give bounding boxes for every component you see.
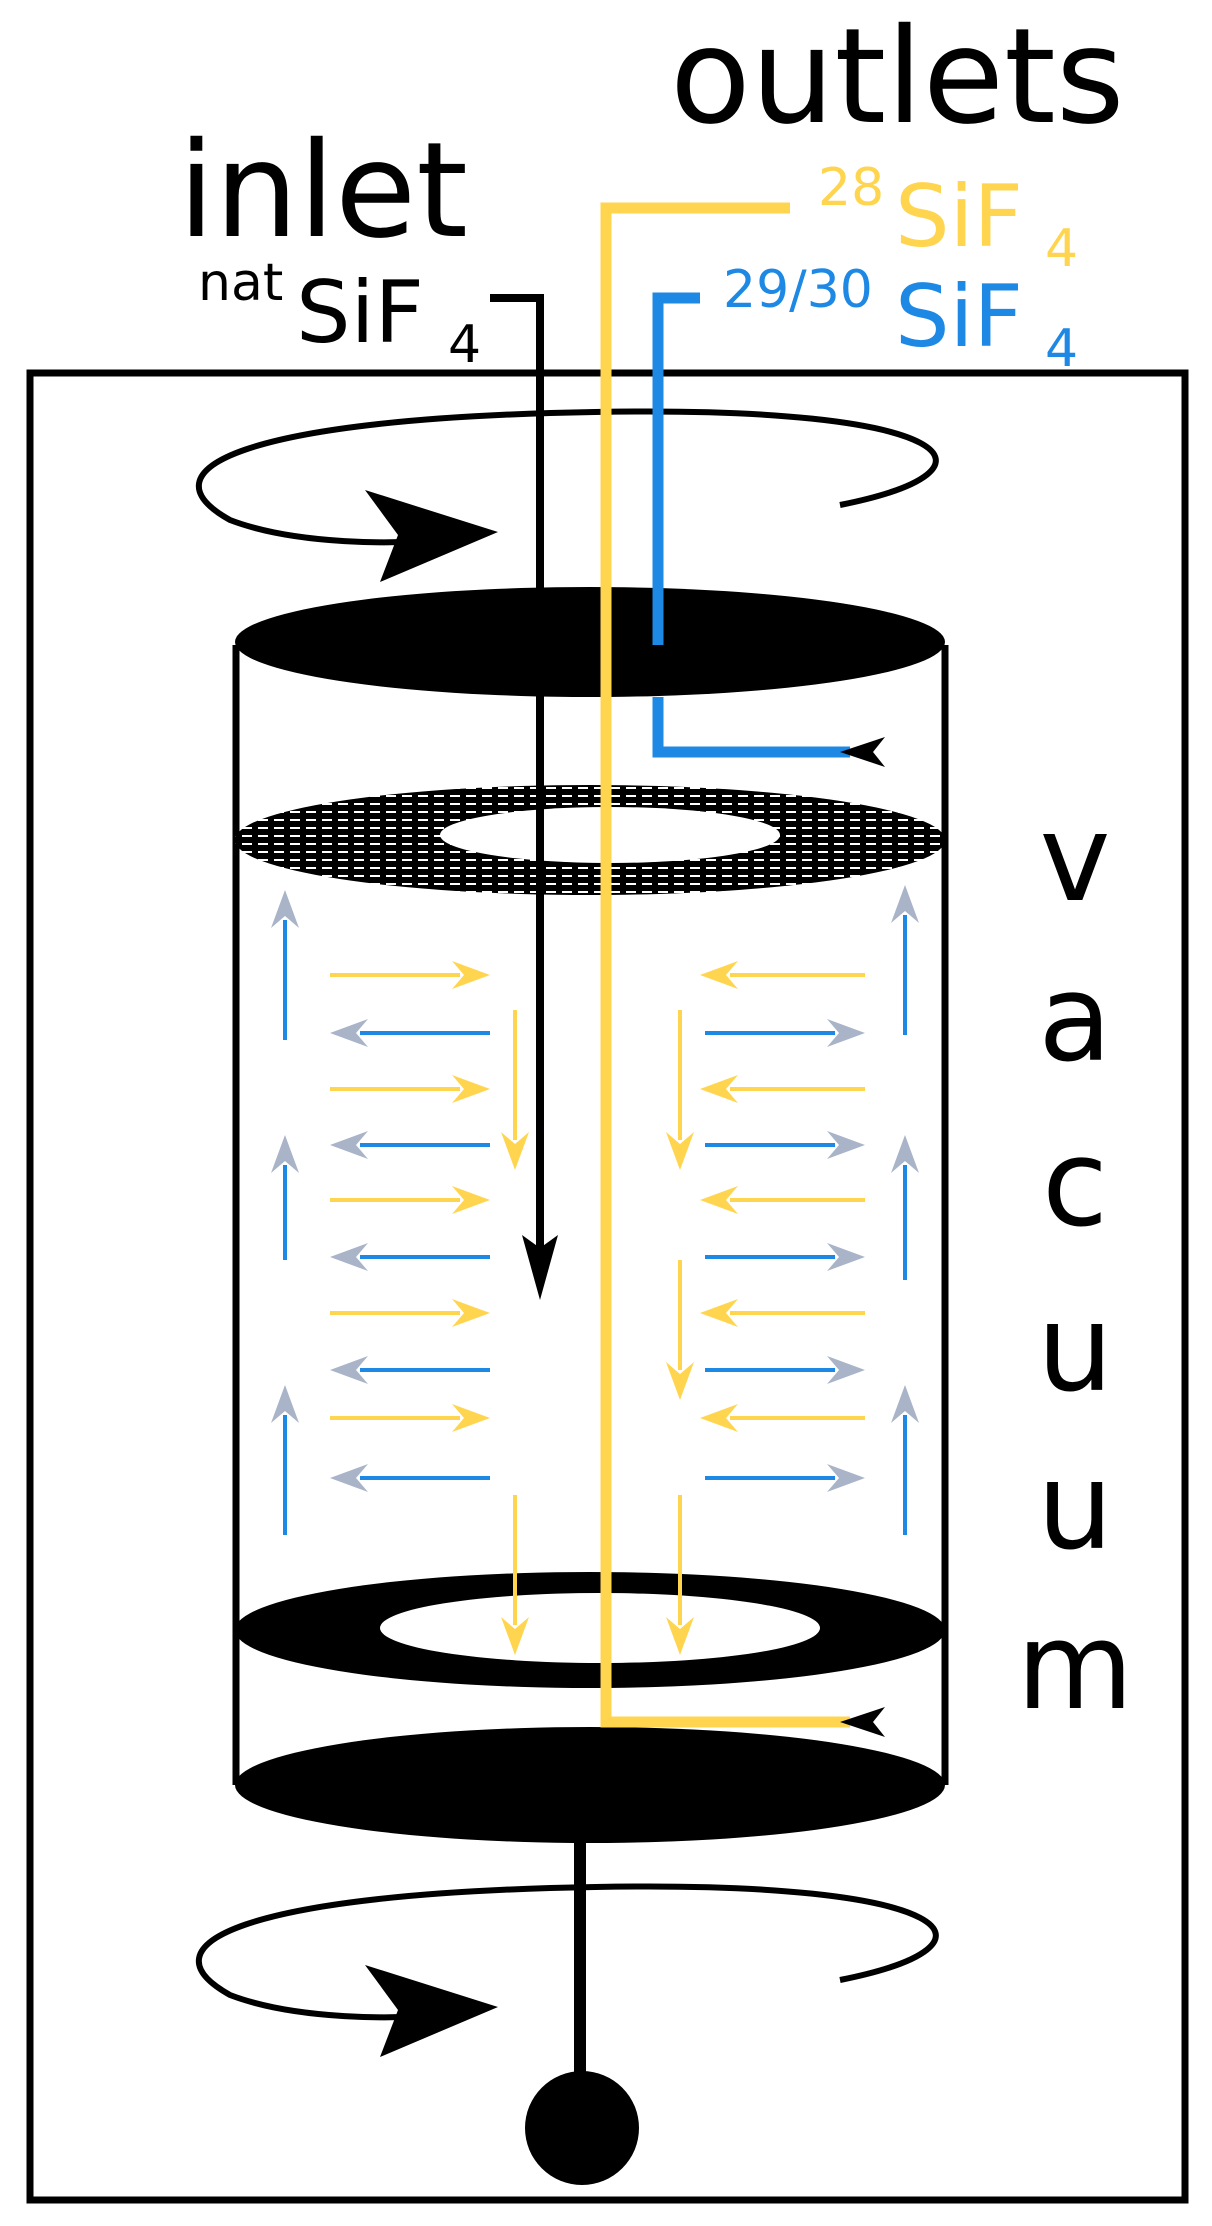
downward-flow-arrow (666, 1495, 694, 1655)
heavy-outward-arrow (330, 1464, 490, 1492)
inlet-gas-subscript: 4 (448, 315, 481, 375)
light-inward-arrow (330, 961, 490, 989)
light-outlet-prefix: 28 (818, 158, 884, 218)
heavy-outlet-prefix: 29/30 (723, 260, 873, 320)
light-inward-arrow (700, 1186, 865, 1214)
light-inward-arrow (330, 1186, 490, 1214)
downward-flow-arrow (666, 1010, 694, 1170)
rotation-arrow-icon (196, 1883, 939, 2057)
vacuum-letter: a (1038, 950, 1112, 1089)
heavy-outward-arrow (705, 1356, 865, 1384)
downward-flow-arrow (666, 1260, 694, 1400)
light-inward-arrow (700, 961, 865, 989)
light-inward-arrow (700, 1075, 865, 1103)
upward-flow-arrow (271, 890, 299, 1040)
inlet-title: inlet (178, 114, 468, 268)
vacuum-letter: c (1042, 1115, 1108, 1254)
upward-flow-arrow (891, 1385, 919, 1535)
upward-flow-arrow (271, 1135, 299, 1260)
heavy-outward-arrow (705, 1243, 865, 1271)
internal-flow-arrows (271, 885, 919, 1655)
vacuum-letter: u (1037, 1438, 1113, 1577)
scoop-ring-hole (380, 1593, 820, 1663)
heavy-fraction-pipe (652, 292, 885, 767)
heavy-outward-arrow (330, 1356, 490, 1384)
inlet-gas-prefix: nat (198, 253, 283, 313)
rotor-bottom-cap (235, 1727, 945, 1843)
rotor-top-cap (235, 587, 945, 697)
light-outlet-label: 28 SiF 4 (818, 158, 1078, 279)
downward-flow-arrow (501, 1010, 529, 1170)
vacuum-letter: v (1039, 790, 1110, 929)
heavy-outward-arrow (330, 1243, 490, 1271)
heavy-outlet-base: SiF (895, 267, 1023, 367)
rotation-arrow-icon (196, 408, 939, 582)
vacuum-letter: m (1017, 1598, 1134, 1737)
inlet-pipe (490, 294, 558, 1300)
heavy-outward-arrow (705, 1019, 865, 1047)
inlet-gas-label: nat SiF 4 (198, 253, 481, 375)
vacuum-letter: u (1037, 1280, 1113, 1419)
heavy-outward-arrow (705, 1131, 865, 1159)
motor-hub-icon (525, 2071, 639, 2185)
heavy-outward-arrow (705, 1464, 865, 1492)
light-inward-arrow (330, 1299, 490, 1327)
heavy-outward-arrow (330, 1131, 490, 1159)
downward-flow-arrow (501, 1495, 529, 1655)
light-outlet-base: SiF (895, 167, 1023, 267)
light-inward-arrow (330, 1404, 490, 1432)
heavy-outward-arrow (330, 1019, 490, 1047)
light-fraction-pipe (600, 202, 885, 1737)
upward-flow-arrow (271, 1385, 299, 1535)
upward-flow-arrow (891, 885, 919, 1035)
heavy-outlet-subscript: 4 (1045, 319, 1078, 379)
light-inward-arrow (330, 1075, 490, 1103)
outlets-title: outlets (670, 0, 1125, 154)
upward-flow-arrow (891, 1135, 919, 1280)
vacuum-label: v a c u u m (1017, 790, 1134, 1737)
inlet-gas-base: SiF (296, 263, 424, 363)
light-outlet-subscript: 4 (1045, 219, 1078, 279)
light-inward-arrow (700, 1299, 865, 1327)
light-inward-arrow (700, 1404, 865, 1432)
heavy-outlet-label: 29/30 SiF 4 (723, 260, 1078, 379)
